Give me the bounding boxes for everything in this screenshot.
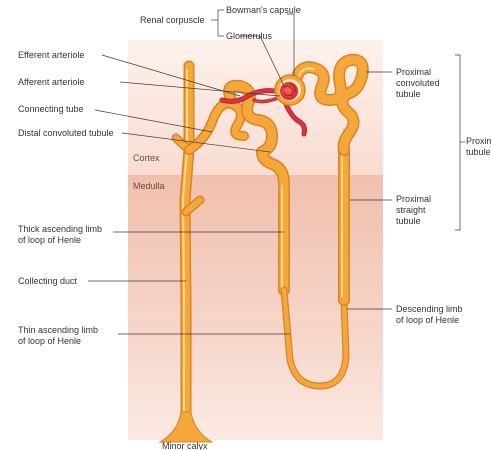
renal-corpuscle	[275, 75, 305, 105]
label-thin-ascending-limb: Thin ascending limb of loop of Henle	[18, 325, 101, 346]
label-descending-limb: Descending limb of loop of Henle	[396, 304, 465, 325]
label-collecting-duct: Collecting duct	[18, 276, 78, 286]
label-distal-convoluted-tubule: Distal convoluted tubule	[18, 128, 114, 138]
medulla-label: Medulla	[133, 181, 165, 191]
label-connecting-tube: Connecting tube	[18, 104, 84, 114]
label-afferent-arteriole: Afferent arteriole	[18, 77, 84, 87]
label-proximal-convoluted-tubule: Proximal convoluted tubule	[396, 67, 442, 99]
label-minor-calyx: Minor calyx	[162, 441, 208, 450]
label-renal-corpuscle: Renal corpuscle	[140, 15, 205, 25]
cortex-label: Cortex	[133, 153, 160, 163]
label-thick-ascending-limb: Thick ascending limb of loop of Henle	[18, 224, 105, 245]
proximal-straight-tubule	[342, 150, 344, 300]
label-proximal-straight-tubule: Proximal straight tubule	[396, 194, 434, 226]
label-bowmans-capsule: Bowman's capsule	[226, 5, 301, 15]
label-proximal-tubule-group: Proxim tubule	[466, 136, 491, 157]
label-glomerulus: Glomerulus	[226, 31, 273, 41]
label-efferent-arteriole: Efferent arteriole	[18, 50, 84, 60]
